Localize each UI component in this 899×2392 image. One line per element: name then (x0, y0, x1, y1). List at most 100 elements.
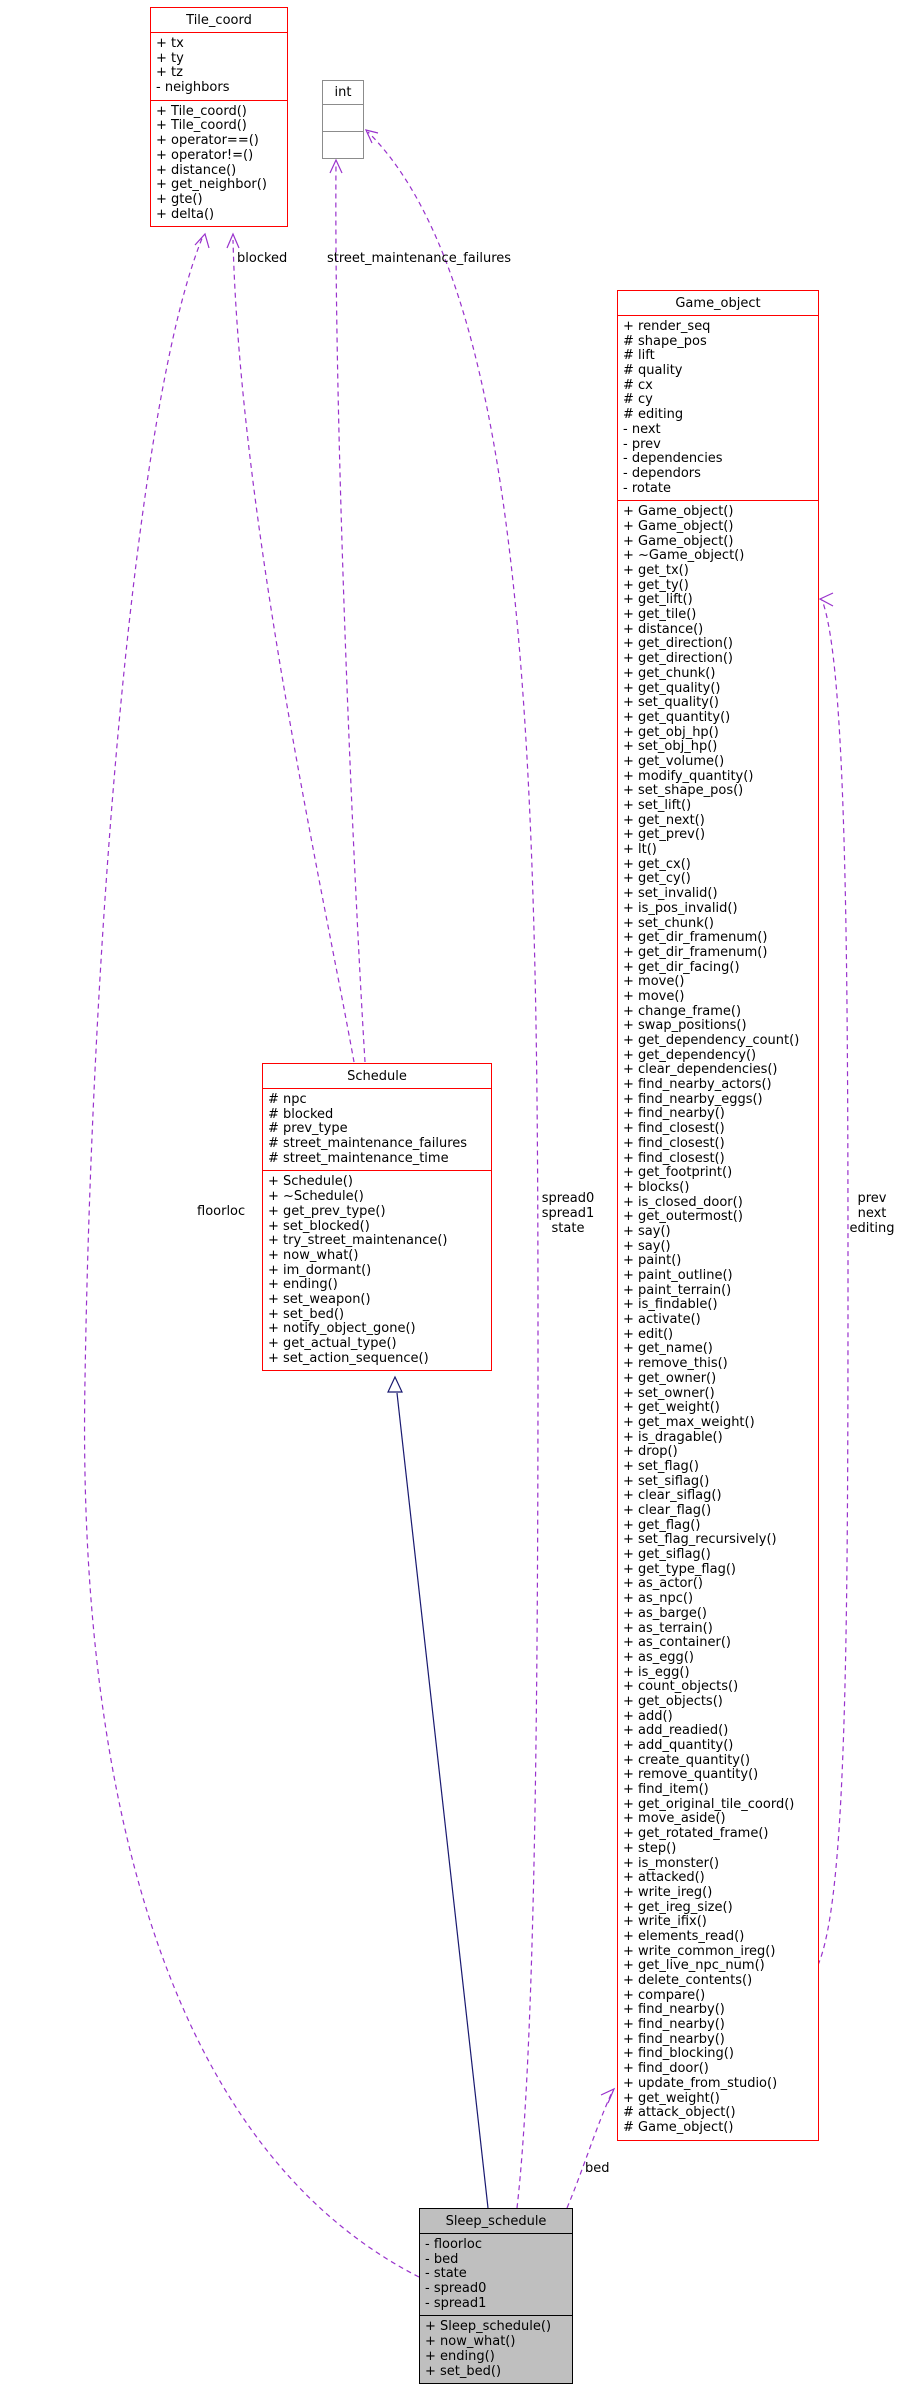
method-row: + paint_outline() (623, 1268, 733, 1283)
method-row: + get_dependency() (623, 1047, 757, 1063)
method-row: + set_owner() (623, 1385, 715, 1401)
method-row: + clear_dependencies() (623, 1062, 778, 1078)
method-row: + get_obj_hp() (623, 724, 719, 740)
method-row: + as_container() (623, 1635, 732, 1651)
attribute-row: - floorloc (425, 2237, 482, 2252)
method-row: + write_common_ireg() (623, 1943, 776, 1959)
method-row: + clear_siflag() (623, 1488, 722, 1504)
method-row: + get_ty() (623, 577, 689, 593)
method-row: + add() (623, 1708, 673, 1724)
class-title[interactable]: Game_object (618, 291, 818, 316)
blocked-edge (226, 232, 355, 1063)
attribute-row: - dependencies (623, 451, 723, 467)
method-row: + find_nearby() (623, 2017, 725, 2033)
method-row: + now_what() (425, 2334, 516, 2350)
methods-section: + Tile_coord()+ Tile_coord()+ operator==… (151, 101, 287, 227)
attribute-row: # lift (623, 348, 655, 364)
method-row: + get_name() (623, 1341, 713, 1357)
attribute-row: - neighbors (156, 80, 230, 96)
method-row: + get_direction() (623, 636, 733, 652)
class-title[interactable]: Sleep_schedule (420, 2209, 572, 2234)
method-row: + activate() (623, 1312, 701, 1328)
method-row: + im_dormant() (268, 1262, 372, 1278)
method-row: + Tile_coord() (156, 103, 247, 119)
method-row: + get_cy() (623, 871, 691, 887)
method-row: + count_objects() (623, 1679, 739, 1695)
method-row: + say() (623, 1238, 671, 1254)
class-schedule[interactable]: Schedule # npc# blocked# prev_type# stre… (262, 1063, 492, 1372)
method-row: + Tile_coord() (156, 118, 247, 134)
class-sleep-schedule[interactable]: Sleep_schedule - floorloc- bed- state- s… (419, 2208, 573, 2385)
method-row: + Game_object() (623, 504, 734, 520)
attribute-row: - spread1 (425, 2295, 487, 2311)
method-row: + is_closed_door() (623, 1194, 743, 1210)
method-row: + is_dragable() (623, 1429, 723, 1445)
method-row: + write_ireg() (623, 1884, 713, 1900)
method-row: + remove_this() (623, 1356, 728, 1372)
floorloc-edge (83, 232, 420, 2278)
attribute-row: - state (425, 2266, 467, 2282)
method-row: + change_frame() (623, 1003, 742, 1019)
method-row: + get_dir_facing() (623, 959, 740, 975)
method-row: + set_flag() (623, 1458, 699, 1474)
method-row: + get_outermost() (623, 1209, 743, 1225)
method-row: + compare() (623, 1987, 706, 2003)
method-row: + get_chunk() (623, 665, 716, 681)
method-row: + find_blocking() (623, 2046, 734, 2062)
method-row: + find_nearby_actors() (623, 1077, 772, 1093)
method-row: + step() (623, 1840, 677, 1856)
method-row: + drop() (623, 1444, 678, 1460)
method-row: + set_bed() (425, 2363, 502, 2379)
method-row: + attacked() (623, 1870, 705, 1886)
method-row: + set_quality() (623, 695, 720, 711)
method-row: + Schedule() (268, 1174, 353, 1190)
attribute-row: - dependors (623, 465, 701, 481)
class-tile-coord[interactable]: Tile_coord + tx+ ty+ tz- neighbors + Til… (150, 7, 288, 228)
method-row: + get_type_flag() (623, 1561, 736, 1577)
method-row: + distance() (623, 621, 704, 637)
method-row: + is_monster() (623, 1855, 720, 1871)
method-row: + set_chunk() (623, 915, 714, 931)
attribute-row: + tx (156, 36, 184, 51)
method-row: + find_nearby() (623, 2002, 725, 2018)
class-game-object[interactable]: Game_object + render_seq# shape_pos# lif… (617, 290, 819, 2141)
method-row: + get_siflag() (623, 1547, 711, 1563)
method-row: + is_pos_invalid() (623, 900, 738, 916)
class-title[interactable]: int (323, 81, 363, 105)
class-int[interactable]: int (322, 80, 364, 159)
method-row: + set_obj_hp() (623, 739, 718, 755)
method-row: + is_egg() (623, 1664, 690, 1680)
method-row: + set_bed() (268, 1306, 345, 1322)
method-row: + get_quantity() (623, 709, 731, 725)
method-row: # Game_object() (623, 2119, 734, 2135)
empty-attributes-cell (323, 105, 363, 132)
attribute-row: # blocked (268, 1106, 334, 1122)
method-row: + get_flag() (623, 1517, 701, 1533)
attribute-row: # quality (623, 363, 683, 379)
method-row: + as_npc() (623, 1591, 694, 1607)
method-row: + set_blocked() (268, 1218, 370, 1234)
class-title[interactable]: Tile_coord (151, 8, 287, 33)
method-row: + ending() (268, 1277, 338, 1293)
method-row: + get_dependency_count() (623, 1033, 800, 1048)
method-row: + clear_flag() (623, 1503, 712, 1518)
method-row: # attack_object() (623, 2105, 736, 2121)
method-row: + get_max_weight() (623, 1414, 755, 1430)
attribute-row: # npc (268, 1092, 307, 1107)
method-row: + paint_terrain() (623, 1282, 732, 1298)
method-row: + find_door() (623, 2061, 709, 2077)
method-row: + add_quantity() (623, 1738, 734, 1753)
class-title[interactable]: Schedule (263, 1064, 491, 1089)
method-row: + find_nearby() (623, 2031, 725, 2047)
attribute-row: # shape_pos (623, 333, 707, 349)
method-row: + find_closest() (623, 1135, 725, 1151)
attribute-row: # street_maintenance_time (268, 1150, 449, 1166)
attributes-section: + render_seq# shape_pos# lift# quality# … (618, 316, 818, 502)
method-row: + set_lift() (623, 798, 692, 813)
method-row: + paint() (623, 1253, 682, 1269)
method-row: + get_objects() (623, 1693, 723, 1709)
method-row: + gte() (156, 191, 203, 207)
method-row: + distance() (156, 162, 237, 178)
method-row: + get_neighbor() (156, 177, 267, 193)
method-row: + get_actual_type() (268, 1336, 397, 1351)
